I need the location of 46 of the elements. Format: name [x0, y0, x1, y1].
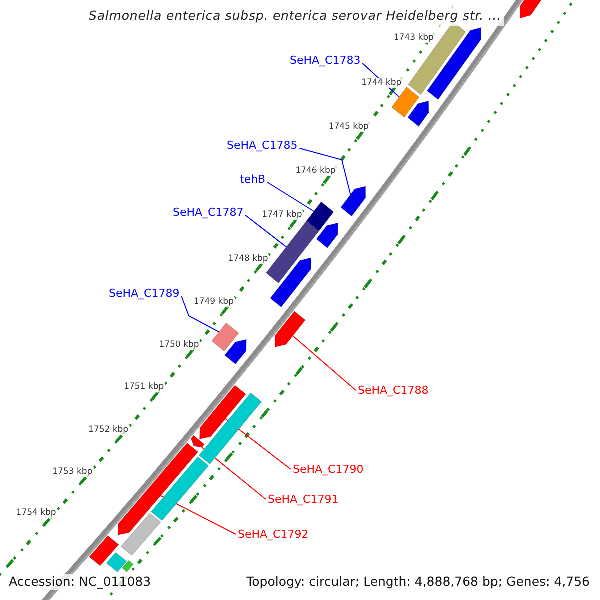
leader-line [267, 182, 315, 212]
gene-label: SeHA_C1792 [238, 528, 309, 541]
scale-label: 1749 kbp [192, 297, 235, 308]
gene-feature [190, 435, 206, 448]
gene-block [306, 202, 334, 232]
scale-label: 1744 kbp [360, 78, 403, 88]
gene-block [120, 513, 162, 556]
scale-label: 1746 kbp [294, 166, 337, 176]
leader-line [299, 148, 352, 196]
gene-label: tehB [240, 173, 266, 186]
gene-label: SeHA_C1791 [268, 493, 339, 506]
gene-feature [408, 100, 430, 128]
diagram-title: Salmonella enterica subsp. enterica serovar Heidelberg str. ... [86, 6, 504, 26]
gene-feature [199, 385, 246, 440]
gene-feature [316, 222, 338, 249]
scale-label: 1747 kbp [261, 210, 304, 220]
gene-block [392, 86, 420, 118]
scale-label: 1743 kbp [392, 32, 435, 43]
gene-label: SeHA_C1785 [227, 139, 298, 152]
scale-label: 1750 kbp [158, 340, 200, 350]
gene-block [198, 392, 262, 465]
gene-feature [270, 258, 312, 308]
gene-label: SeHA_C1790 [293, 463, 364, 476]
scale-label: 1748 kbp [227, 254, 270, 264]
scale-label: 1745 kbp [328, 122, 370, 132]
gene-label: SeHA_C1787 [173, 206, 244, 219]
gene-label: SeHA_C1788 [358, 384, 429, 397]
gene-feature [274, 311, 306, 348]
gene-block [212, 322, 240, 352]
leader-line [292, 336, 356, 391]
leader-line [245, 215, 288, 248]
scale-label: 1752 kbp [88, 424, 130, 435]
accession-text: Accession: NC_011083 [8, 574, 152, 590]
gene-label: SeHA_C1789 [109, 287, 180, 300]
gene-feature [520, 0, 544, 19]
gene-feature [224, 339, 247, 365]
leader-line [181, 296, 220, 333]
genome-info-text: Topology: circular; Length: 4,888,768 bp; Genes: 4,756 [246, 574, 591, 590]
scale-label: 1754 kbp [15, 508, 58, 518]
scale-label: 1753 kbp [52, 466, 94, 477]
gene-block [89, 536, 120, 566]
gene-feature [118, 442, 199, 536]
gene-label: SeHA_C1783 [290, 54, 361, 67]
gene-block [150, 456, 210, 522]
gene-feature [340, 186, 366, 217]
scale-label: 1751 kbp [123, 382, 166, 392]
